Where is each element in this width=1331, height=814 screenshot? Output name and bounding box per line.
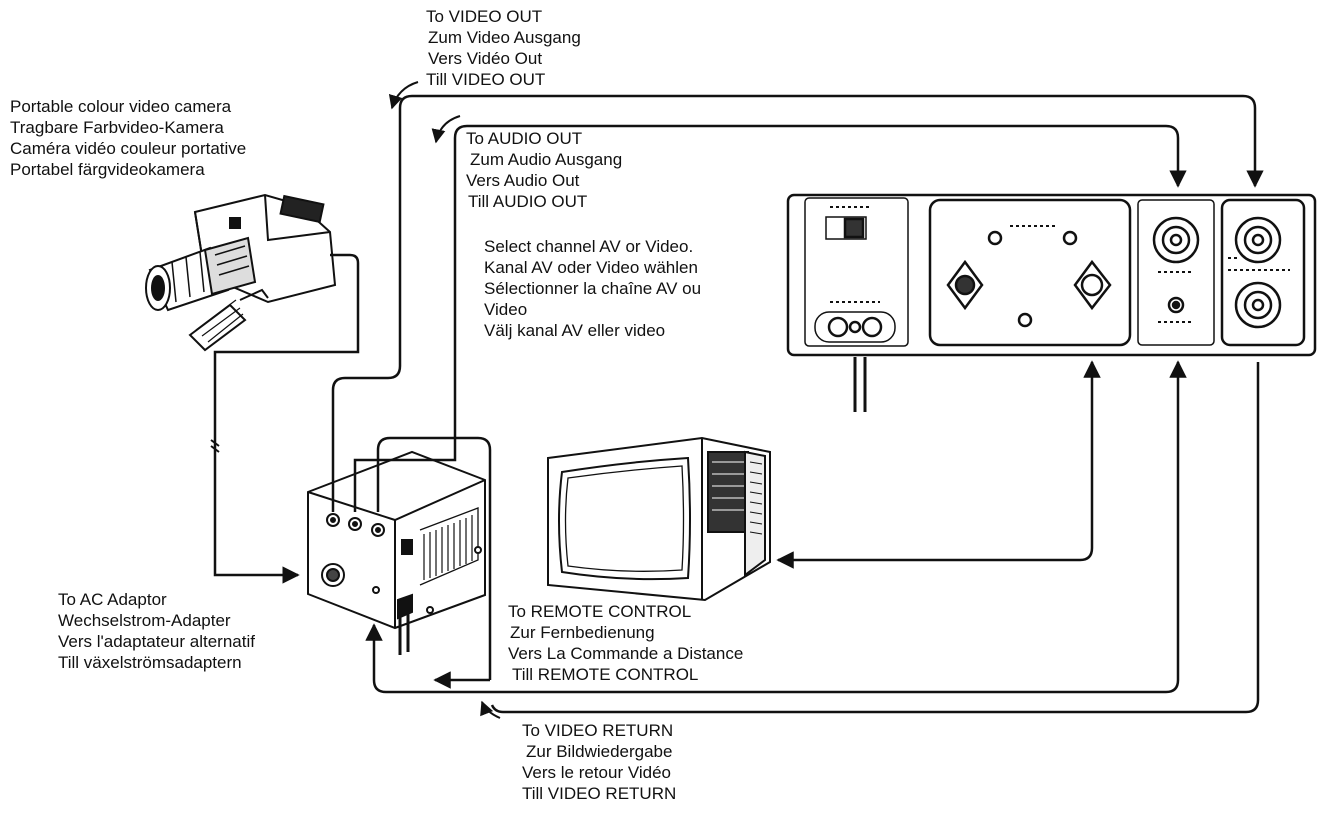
- select-channel-label: Select channel AV or Video. Kanal AV ode…: [484, 236, 701, 341]
- ac-adaptor-en: To AC Adaptor: [58, 590, 167, 609]
- video-out-fr: Vers Vidéo Out: [428, 49, 543, 68]
- remote-control-label: To REMOTE CONTROL Zur Fernbedienung Vers…: [508, 601, 743, 685]
- camera-sv: Portabel färgvideokamera: [10, 160, 205, 179]
- audio-out-de: Zum Audio Ausgang: [470, 150, 623, 169]
- pointer-arrows: [388, 81, 501, 719]
- ac-adaptor-sv: Till växelströmsadaptern: [58, 653, 242, 672]
- ac-adaptor-de: Wechselstrom-Adapter: [58, 611, 231, 630]
- select-channel-en: Select channel AV or Video.: [484, 237, 694, 256]
- audio-out-sv: Till AUDIO OUT: [468, 192, 588, 211]
- remote-control-de: Zur Fernbedienung: [510, 623, 655, 642]
- video-out-sv: Till VIDEO OUT: [426, 70, 546, 89]
- vcr-rear-panel-icon: [786, 193, 1317, 412]
- camera-fr: Caméra vidéo couleur portative: [10, 139, 247, 158]
- video-return-de: Zur Bildwiedergabe: [526, 742, 673, 761]
- video-out-en: To VIDEO OUT: [426, 7, 543, 26]
- television-icon: [547, 436, 771, 602]
- video-out-label: To VIDEO OUT Zum Video Ausgang Vers Vidé…: [426, 6, 581, 90]
- video-camera-icon: [145, 193, 337, 352]
- camera-label: Portable colour video camera Tragbare Fa…: [10, 96, 246, 180]
- remote-control-sv: Till REMOTE CONTROL: [512, 665, 699, 684]
- select-channel-fr-2: Video: [484, 300, 528, 319]
- camera-en: Portable colour video camera: [10, 97, 232, 116]
- ac-adaptor-fr: Vers l'adaptateur alternatif: [58, 632, 255, 651]
- video-return-fr: Vers le retour Vidéo: [522, 763, 671, 782]
- select-channel-fr: Sélectionner la chaîne AV ou: [484, 279, 702, 298]
- video-return-sv: Till VIDEO RETURN: [522, 784, 677, 803]
- cables: [331, 94, 1264, 714]
- audio-out-fr: Vers Audio Out: [466, 171, 580, 190]
- ac-adaptor-label: To AC Adaptor Wechselstrom-Adapter Vers …: [58, 589, 255, 673]
- video-return-en: To VIDEO RETURN: [522, 721, 674, 740]
- audio-out-en: To AUDIO OUT: [466, 129, 583, 148]
- remote-control-fr: Vers La Commande a Distance: [508, 644, 744, 663]
- video-return-label: To VIDEO RETURN Zur Bildwiedergabe Vers …: [522, 720, 676, 804]
- ac-adaptor-icon: [307, 450, 486, 655]
- audio-out-label: To AUDIO OUT Zum Audio Ausgang Vers Audi…: [466, 128, 622, 212]
- video-out-de: Zum Video Ausgang: [428, 28, 581, 47]
- remote-control-en: To REMOTE CONTROL: [508, 602, 692, 621]
- camera-de: Tragbare Farbvideo-Kamera: [10, 118, 224, 137]
- select-channel-sv: Välj kanal AV eller video: [484, 321, 666, 340]
- select-channel-de: Kanal AV oder Video wählen: [484, 258, 698, 277]
